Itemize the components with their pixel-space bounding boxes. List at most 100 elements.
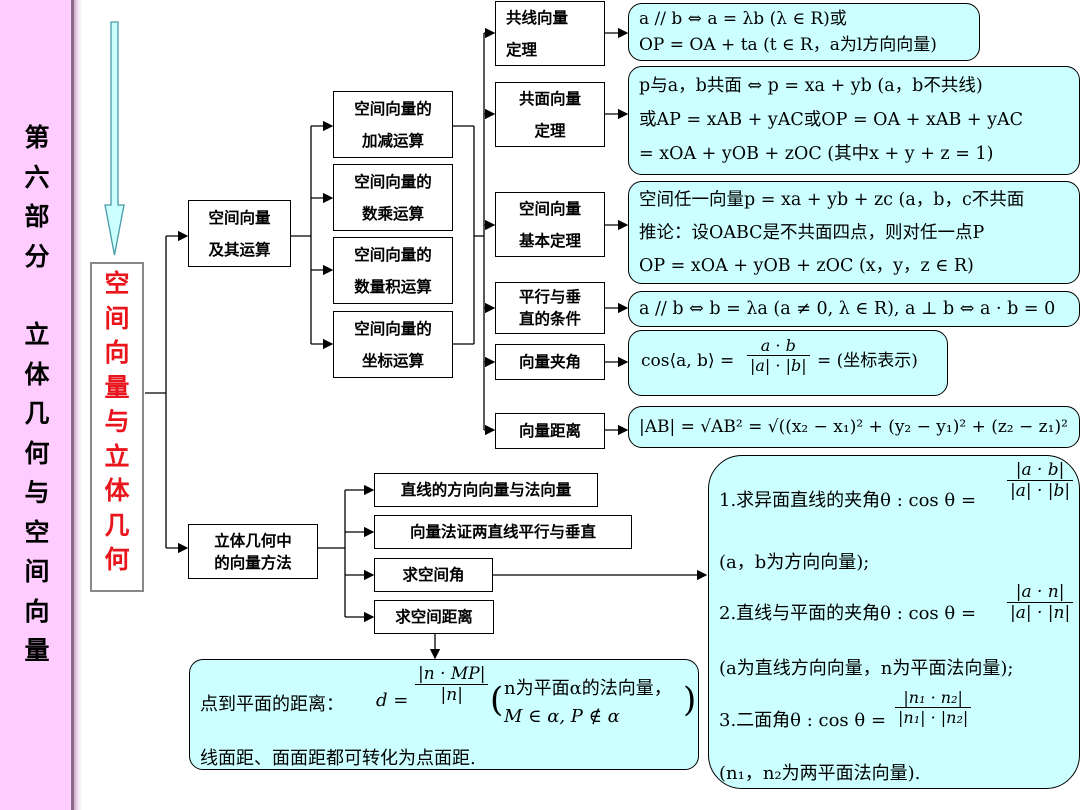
distance-d: d = — [376, 690, 409, 711]
angle-fraction: a · b |a| · |b| — [747, 336, 810, 375]
vector-distance-box: 向量距离 — [495, 413, 605, 449]
angle-fraction: |a · b| |a| · |b| — [1007, 460, 1074, 501]
theorem-line2: 基本定理 — [518, 231, 581, 250]
level2-line1: 空间向量的 — [354, 99, 432, 118]
sidebar-char: 部 — [24, 202, 50, 231]
angle-denominator: |a| · |b| — [750, 356, 807, 376]
sidebar-char: 几 — [24, 399, 50, 428]
level2-line2: 数量积运算 — [354, 277, 432, 296]
main-topic-char: 量 — [104, 372, 130, 402]
basis-formula: 空间任一向量p = xa + yb + zc (a，b，c不共面 推论：设OAB… — [628, 181, 1080, 284]
main-topic-char: 间 — [104, 303, 130, 333]
angle-line: 2.直线与平面的夹角θ : cos θ = — [719, 603, 977, 624]
level2-line2: 坐标运算 — [361, 351, 424, 370]
angle-left: cos⟨a, b⟩ = — [641, 351, 735, 371]
method-line2: 的向量方法 — [214, 553, 292, 572]
sidebar-char: 与 — [24, 478, 50, 507]
distance-label: 点到平面的距离： — [200, 694, 344, 715]
theorem-line1: 向量夹角 — [518, 353, 581, 371]
theorem-line1: 平行与垂 — [518, 288, 581, 306]
main-topic-box: 空 间 向 量 与 立 体 几 何 — [90, 262, 144, 592]
fraction-denominator: |a| · |n| — [1010, 603, 1071, 623]
fraction-numerator: |n₁ · n₂| — [895, 688, 972, 708]
basis-theorem-box: 空间向量 基本定理 — [495, 192, 605, 257]
sidebar-title: 第 六 部 分 立 体 几 何 与 空 间 向 量 — [14, 118, 60, 671]
formula-line: 空间任一向量p = xa + yb + zc (a，b，c不共面 — [639, 190, 1025, 210]
theorem-line1: 空间向量 — [518, 199, 581, 218]
main-topic-char: 立 — [104, 441, 130, 471]
angle-line: (n₁，n₂为两平面法向量). — [719, 763, 921, 784]
angle-formula: cos⟨a, b⟩ = a · b |a| · |b| = (坐标表示) — [628, 330, 948, 396]
fraction-numerator: |a · b| — [1007, 460, 1074, 481]
right-paren: ) — [683, 680, 697, 720]
main-topic-char: 几 — [104, 510, 130, 540]
scalar-mult-box: 空间向量的 数乘运算 — [333, 164, 453, 231]
sidebar-char: 六 — [24, 162, 50, 192]
angle-line: 3.二面角θ : cos θ = — [719, 710, 887, 731]
down-arrow-icon — [104, 21, 125, 256]
level2-line1: 空间向量的 — [354, 245, 432, 264]
formula-line: p与a，b共面 ⇔ p = xa + yb (a，b不共线) — [639, 76, 983, 96]
prove-parallel-box: 向量法证两直线平行与垂直 — [374, 515, 632, 549]
theorem-line1: 共线向量 — [506, 8, 569, 27]
dot-product-box: 空间向量的 数量积运算 — [333, 237, 453, 304]
add-sub-box: 空间向量的 加减运算 — [333, 91, 453, 158]
sidebar-char: 第 — [24, 123, 50, 152]
method-box: 立体几何中 的向量方法 — [188, 524, 318, 579]
formula-line: = xOA + yOB + zOC (其中x + y + z = 1) — [639, 144, 994, 164]
sidebar-char: 量 — [24, 636, 50, 665]
collinear-formula: a // b ⇔ a = λb (λ ∈ R)或 OP = OA + ta (t… — [628, 3, 980, 61]
angle-line: (a，b为方向向量); — [719, 552, 870, 573]
main-topic-char: 空 — [104, 269, 130, 298]
angle-line: (a为直线方向向量，n为平面法向量); — [719, 658, 1014, 679]
fraction-denominator: |a| · |b| — [1010, 481, 1071, 501]
main-topic-char: 向 — [104, 338, 130, 367]
level2-line1: 空间向量的 — [354, 319, 432, 338]
angle-line: 1.求异面直线的夹角θ : cos θ = — [719, 490, 977, 511]
vector-angle-box: 向量夹角 — [495, 344, 605, 380]
theorem-line2: 直的条件 — [518, 310, 581, 328]
main-topic-char: 何 — [104, 545, 130, 574]
formula-line: OP = OA + ta (t ∈ R，a为l方向向量) — [639, 35, 937, 55]
sidebar-stripe — [74, 0, 82, 810]
theorem-line2: 定理 — [534, 121, 566, 140]
method-line1: 立体几何中 — [214, 531, 292, 550]
left-paren: ( — [490, 680, 504, 720]
level2-line1: 空间向量的 — [354, 172, 432, 191]
sidebar-char: 体 — [24, 359, 50, 389]
method-item-label: 向量法证两直线平行与垂直 — [409, 523, 596, 541]
formula-line: a // b ⇔ a = λb (λ ∈ R)或 — [639, 9, 847, 29]
main-topic-char: 体 — [104, 476, 130, 505]
find-angle-box: 求空间角 — [374, 558, 493, 592]
distance-formula: |AB| = √AB² = √((x₂ − x₁)² + (y₂ − y₁)² … — [628, 406, 1080, 448]
main-topic-char: 与 — [104, 407, 130, 436]
formula-line: OP = xOA + yOB + zOC (x，y，z ∈ R) — [639, 256, 974, 276]
sidebar-char: 何 — [24, 438, 50, 468]
theorem-line2: 定理 — [506, 40, 538, 59]
fraction-denominator: |n₁| · |n₂| — [898, 708, 969, 727]
distance-condition: M ∈ α, P ∉ α — [504, 706, 620, 727]
angle-right: = (坐标表示) — [817, 351, 918, 371]
point-plane-distance-box: 点到平面的距离： d = |n · MP| |n| ( n为平面α的法向量， M… — [189, 659, 699, 770]
level2-line2: 加减运算 — [361, 131, 424, 150]
distance-note: 线面距、面面距都可转化为点面距. — [200, 748, 476, 769]
ops-box: 空间向量 及其运算 — [188, 200, 291, 267]
collinear-theorem-box: 共线向量 定理 — [495, 1, 605, 66]
distance-condition: n为平面α的法向量， — [504, 678, 672, 699]
parallel-perp-box: 平行与垂 直的条件 — [495, 282, 605, 334]
angles-box: 1.求异面直线的夹角θ : cos θ = |a · b| |a| · |b| … — [708, 455, 1080, 789]
distance-fraction: |n · MP| |n| — [415, 664, 489, 705]
ops-line1: 空间向量 — [208, 208, 271, 227]
sidebar — [0, 0, 74, 810]
direction-normal-box: 直线的方向向量与法向量 — [374, 473, 598, 507]
sidebar-char: 空 — [24, 517, 50, 547]
fraction-numerator: |a · n| — [1007, 582, 1074, 603]
sidebar-char: 向 — [24, 596, 50, 626]
angle-fraction: |a · n| |a| · |n| — [1007, 582, 1074, 623]
formula-line: |AB| = √AB² = √((x₂ − x₁)² + (y₂ − y₁)² … — [639, 417, 1068, 437]
fraction-numerator: |n · MP| — [415, 664, 489, 685]
formula-line: a // b ⇔ b = λa (a ≠ 0, λ ∈ R), a ⊥ b ⇔ … — [639, 299, 1056, 319]
theorem-line1: 向量距离 — [518, 422, 581, 440]
level2-line2: 数乘运算 — [361, 204, 424, 223]
